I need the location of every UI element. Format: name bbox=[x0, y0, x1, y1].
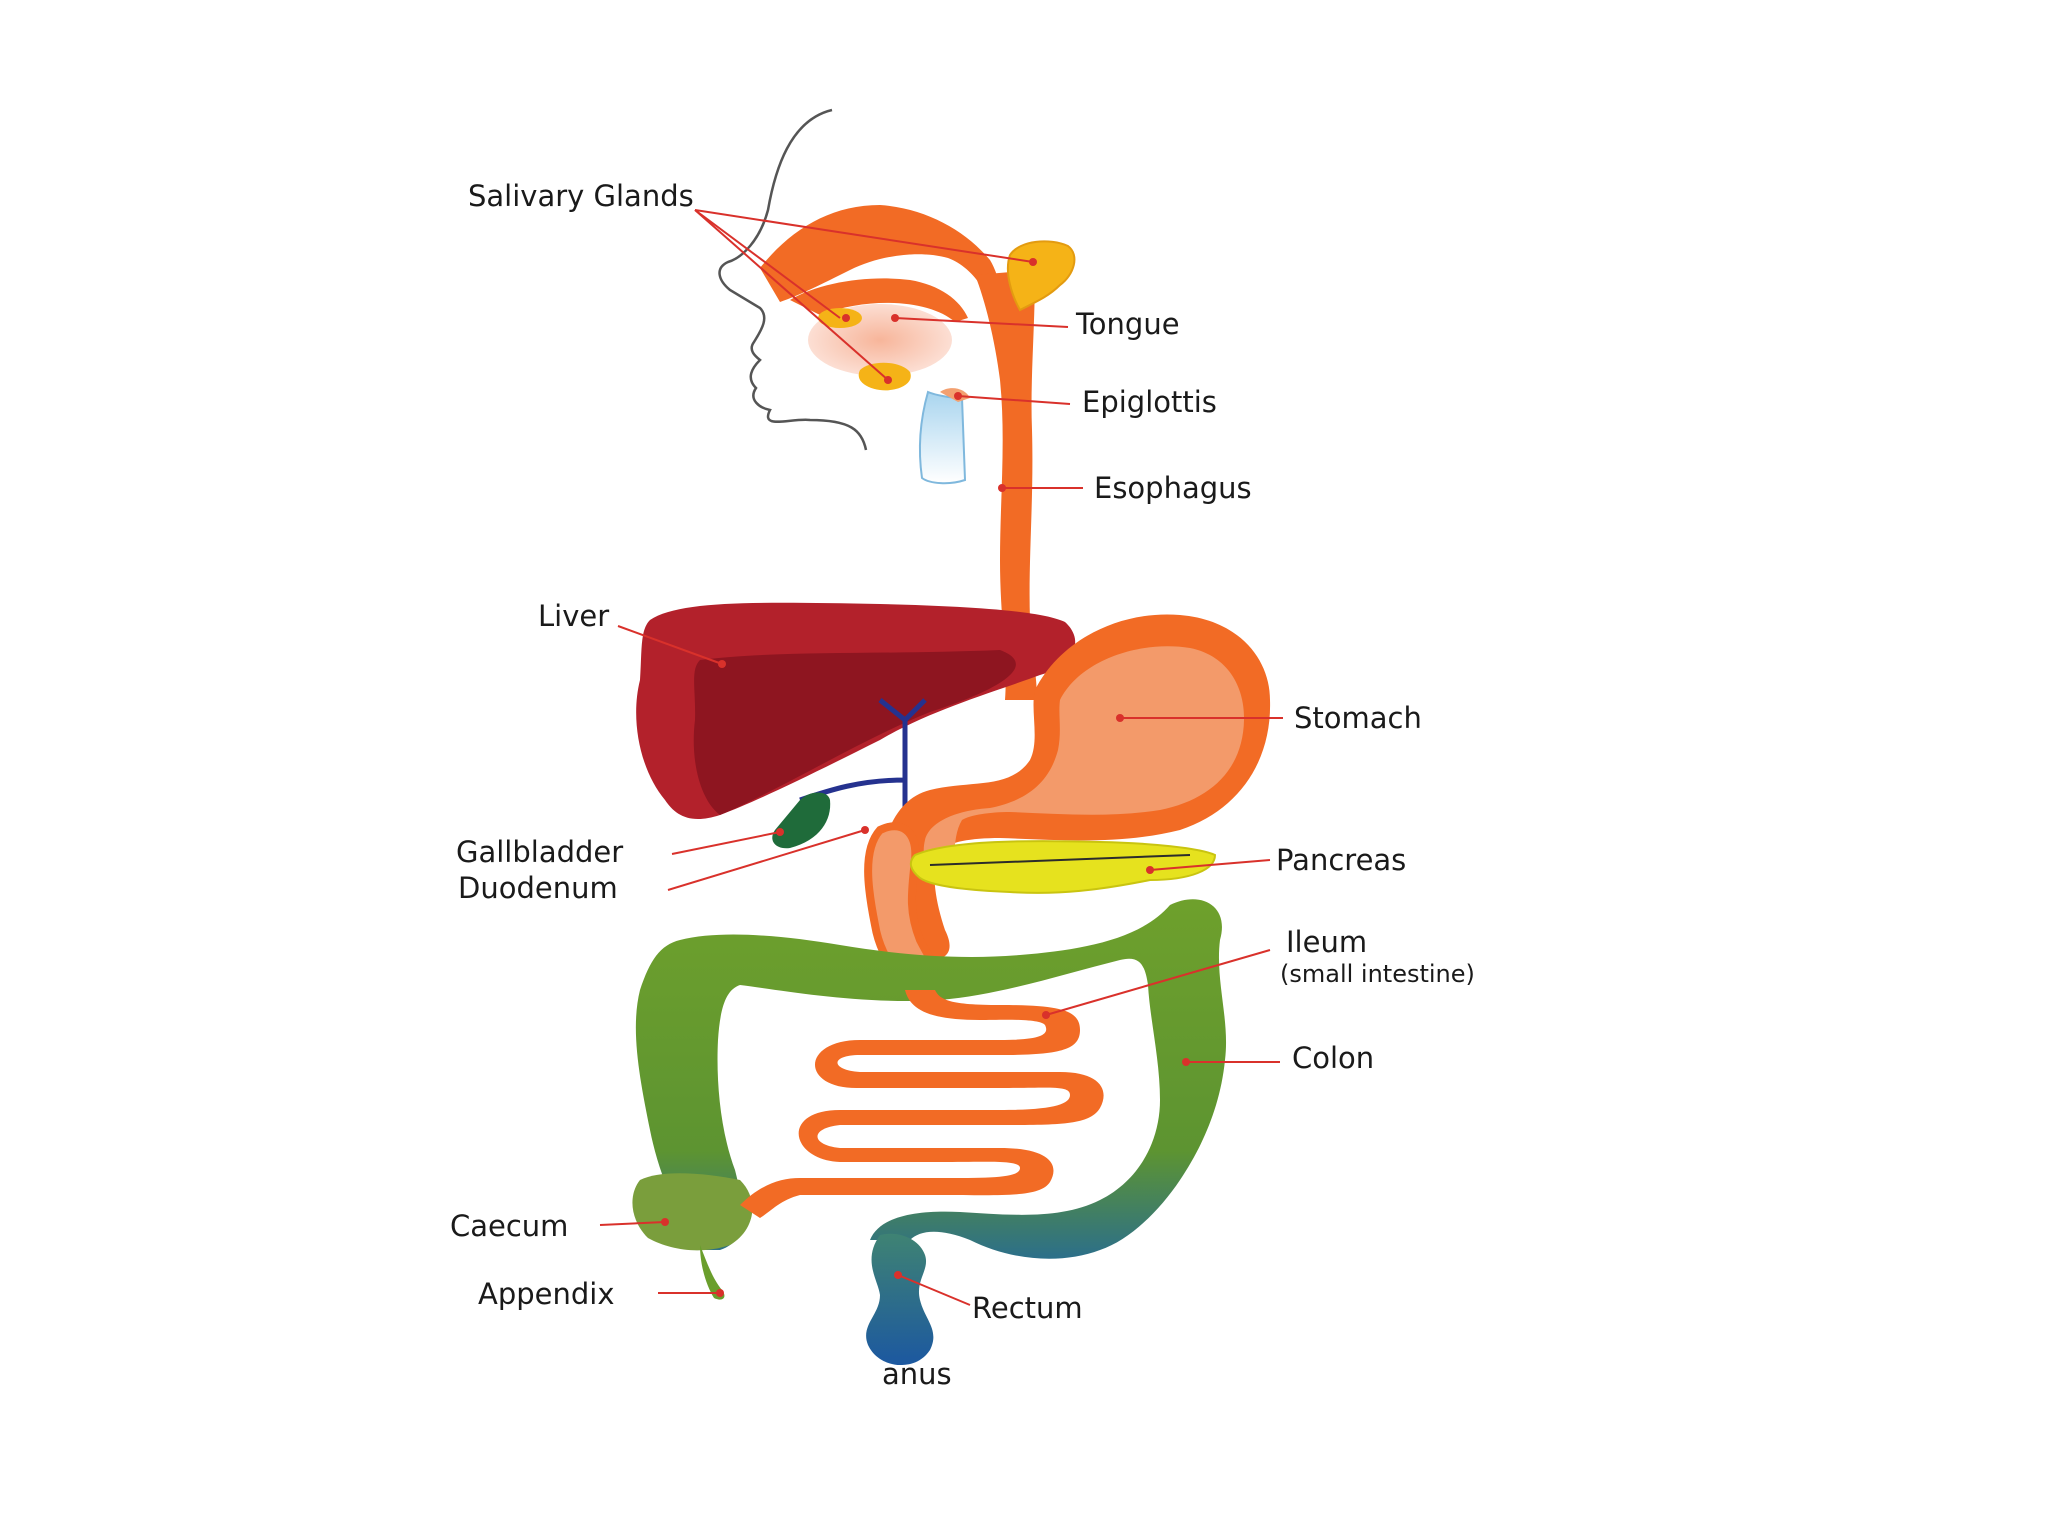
salivary-gland-parotid bbox=[1006, 240, 1076, 312]
caecum-shape bbox=[632, 1173, 753, 1251]
label-ileum: Ileum bbox=[1286, 925, 1367, 959]
leader-dots bbox=[661, 258, 1190, 1297]
label-duodenum: Duodenum bbox=[458, 871, 618, 905]
pancreas-shape bbox=[909, 840, 1217, 894]
label-tongue: Tongue bbox=[1075, 307, 1180, 341]
label-epiglottis: Epiglottis bbox=[1082, 385, 1217, 419]
pancreatic-duct bbox=[929, 854, 1191, 866]
label-appendix: Appendix bbox=[478, 1277, 615, 1311]
esophagus-tube bbox=[975, 270, 1037, 700]
label-stomach: Stomach bbox=[1294, 701, 1422, 735]
pharynx bbox=[760, 205, 1005, 340]
label-liver: Liver bbox=[538, 599, 609, 633]
label-pancreas: Pancreas bbox=[1276, 843, 1406, 877]
trachea bbox=[919, 390, 967, 485]
stomach-inner bbox=[923, 646, 1245, 885]
appendix-shape bbox=[700, 1245, 725, 1300]
rectum-shape bbox=[866, 1233, 934, 1365]
face-outline bbox=[718, 108, 868, 451]
label-caecum: Caecum bbox=[450, 1209, 568, 1243]
mouth-floor bbox=[790, 278, 968, 322]
label-gallbladder: Gallbladder bbox=[456, 835, 623, 869]
leader-lines bbox=[599, 209, 1283, 1306]
label-ileum-subtitle: (small intestine) bbox=[1280, 960, 1475, 988]
ileum-shape bbox=[740, 990, 1104, 1218]
label-rectum: Rectum bbox=[972, 1291, 1083, 1325]
label-colon: Colon bbox=[1292, 1041, 1374, 1075]
liver-shade bbox=[693, 650, 1016, 815]
label-salivary-glands: Salivary Glands bbox=[468, 179, 694, 213]
label-anus: anus bbox=[882, 1357, 952, 1391]
gallbladder-shape bbox=[772, 792, 831, 849]
colon-shape bbox=[635, 899, 1227, 1259]
label-esophagus: Esophagus bbox=[1094, 471, 1252, 505]
